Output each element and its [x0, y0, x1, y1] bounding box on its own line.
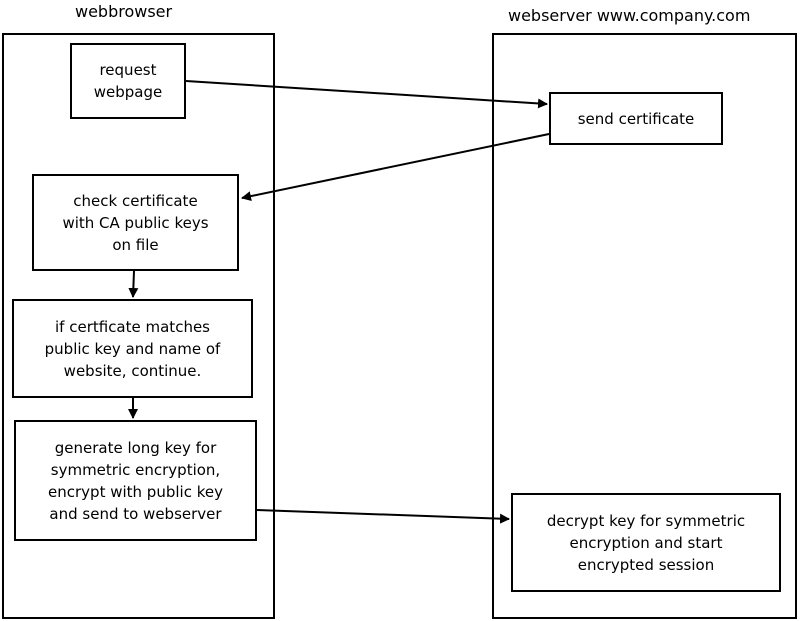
send-certificate-box: send certificate — [549, 92, 723, 145]
decrypt-key-box: decrypt key for symmetric encryption and… — [511, 493, 781, 592]
match-certificate-box: if certficate matches public key and nam… — [12, 299, 253, 398]
generate-key-box: generate long key for symmetric encrypti… — [14, 420, 257, 541]
request-webpage-box: request webpage — [70, 43, 186, 119]
check-certificate-box: check certificate with CA public keys on… — [32, 174, 239, 271]
webserver-lane-title: webserver www.company.com — [508, 6, 751, 25]
arrow-generate-to-decrypt — [256, 509, 510, 524]
webbrowser-lane-title: webbrowser — [75, 2, 173, 21]
